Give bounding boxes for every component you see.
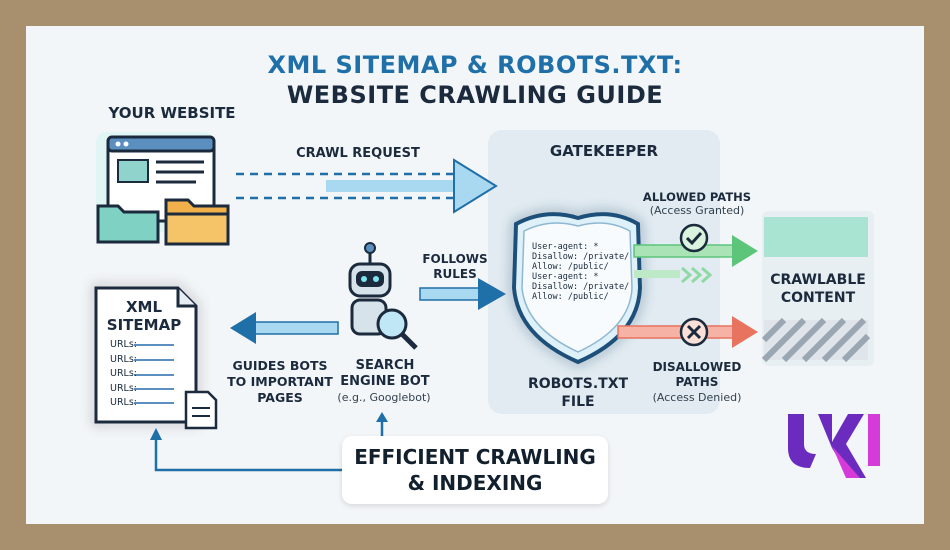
- sitemap-title: XML SITEMAP: [96, 298, 192, 334]
- crawl-request-arrow: [236, 158, 498, 214]
- rule-line: Disallow: /private/: [532, 252, 630, 262]
- sitemap-title-1: XML: [125, 298, 163, 316]
- diagram-graphics: [94, 132, 880, 478]
- allowed-paths-label: ALLOWED PATHS: [642, 190, 752, 204]
- title-line-2: WEBSITE CRAWLING GUIDE: [286, 81, 664, 109]
- disallowed-arrow: [617, 316, 758, 348]
- rule-line: User-agent: *: [532, 272, 599, 282]
- guides-line-1: GUIDES BOTS: [232, 358, 328, 373]
- magnifier-icon: [376, 308, 418, 350]
- bot-sub: (e.g., Googlebot): [337, 391, 431, 404]
- sitemap-urls: URLs: URLs: URLs: URLs: URLs:: [110, 338, 137, 411]
- url-line: URLs:: [110, 353, 137, 365]
- follows-rules-arrow: [419, 278, 506, 310]
- url-line: URLs:: [110, 339, 137, 350]
- allowed-paths-sub: (Access Granted): [649, 204, 745, 217]
- gatekeeper-label: GATEKEEPER: [549, 142, 659, 160]
- bot-label-1: SEARCH: [355, 358, 415, 373]
- diagram-canvas: XML SITEMAP & ROBOTS.TXT: WEBSITE CRAWLI…: [26, 26, 924, 524]
- rule-line: Allow: /public/: [532, 292, 609, 302]
- logo-icon: [788, 414, 880, 478]
- follows-rules-line-2: RULES: [433, 267, 477, 281]
- follows-rules-line-1: FOLLOWS: [422, 252, 488, 266]
- sitemap-title-2: SITEMAP: [106, 316, 182, 334]
- efficient-connector: [150, 412, 388, 472]
- check-icon: [685, 231, 703, 246]
- robots-rules: User-agent: * Disallow: /private/ Allow:…: [532, 242, 632, 302]
- url-line: URLs:: [110, 382, 137, 394]
- title-line-1: XML SITEMAP & ROBOTS.TXT:: [267, 51, 683, 79]
- robots-file-label-1: ROBOTS.TXT: [527, 376, 629, 392]
- browser-window-icon: [96, 132, 216, 232]
- url-line: URLs:: [110, 397, 137, 408]
- guides-line-2: TO IMPORTANT: [227, 374, 333, 389]
- disallowed-label-2: PATHS: [675, 375, 719, 389]
- crawlable-block: [764, 217, 868, 257]
- crawl-request-label: CRAWL REQUEST: [296, 146, 420, 161]
- bot-label-2: ENGINE BOT: [340, 374, 430, 389]
- efficient-crawling-box: EFFICIENT CRAWLING & INDEXING: [342, 436, 608, 504]
- cross-icon: [686, 324, 702, 340]
- robots-file-label-2: FILE: [561, 394, 595, 410]
- allowed-arrow: [633, 223, 758, 284]
- crawlable-label-2: CONTENT: [780, 290, 856, 306]
- guides-line-3: PAGES: [257, 390, 303, 405]
- guides-label: GUIDES BOTS TO IMPORTANT PAGES: [222, 358, 338, 406]
- url-line: URLs:: [110, 368, 137, 379]
- folder-icon: [96, 198, 230, 246]
- crawlable-label-1: CRAWLABLE: [770, 272, 866, 288]
- shield-icon: [511, 212, 643, 365]
- efficient-line-1: EFFICIENT CRAWLING: [354, 445, 596, 469]
- guides-arrow: [230, 312, 339, 344]
- document-icon: [94, 286, 218, 430]
- website-label: YOUR WEBSITE: [108, 104, 236, 122]
- disallowed-sub: (Access Denied): [652, 391, 742, 404]
- efficient-line-2: & INDEXING: [407, 471, 543, 495]
- rule-line: User-agent: *: [532, 242, 599, 252]
- blocked-block: [761, 317, 871, 363]
- rule-line: Disallow: /private/: [532, 282, 630, 292]
- disallowed-label-1: DISALLOWED: [652, 360, 742, 374]
- rule-line: Allow: /public/: [532, 262, 609, 272]
